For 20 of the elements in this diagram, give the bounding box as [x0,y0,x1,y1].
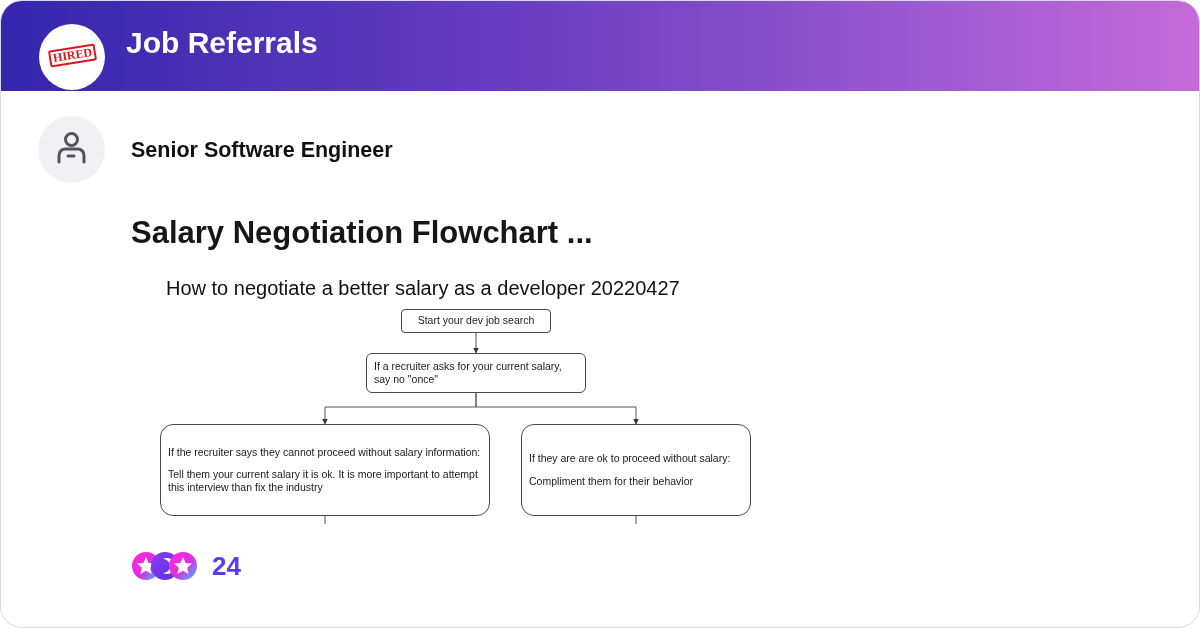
channel-title: Job Referrals [126,25,318,61]
process-box [521,424,751,516]
chart-title: How to negotiate a better salary as a developer 20220427 [166,276,680,300]
node-text: If a recruiter asks for your current salary, say no "once" [374,359,563,387]
reaction-count: 24 [212,550,241,582]
author-title: Senior Software Engineer [131,137,393,163]
arrow [475,392,639,425]
process-box [160,424,490,516]
arrow [473,332,479,354]
post-title: Salary Negotiation Flowchart ... [131,214,593,252]
stamp-label: HIRED [47,43,98,68]
node-text: If they are are ok to proceed without salary: [529,452,732,466]
process-box [401,309,551,333]
node-text: Compliment them for their behavior [529,474,694,488]
node-text: If the recruiter says they cannot proceed without salary information: [168,445,482,459]
node-text: Tell them your current salary it is ok. It is more important to attempt this interview than fix the industry [168,467,479,495]
node-text: Start your dev job search [416,314,536,328]
connector-line [324,515,326,525]
process-box [366,353,586,393]
connector-line [635,515,637,525]
